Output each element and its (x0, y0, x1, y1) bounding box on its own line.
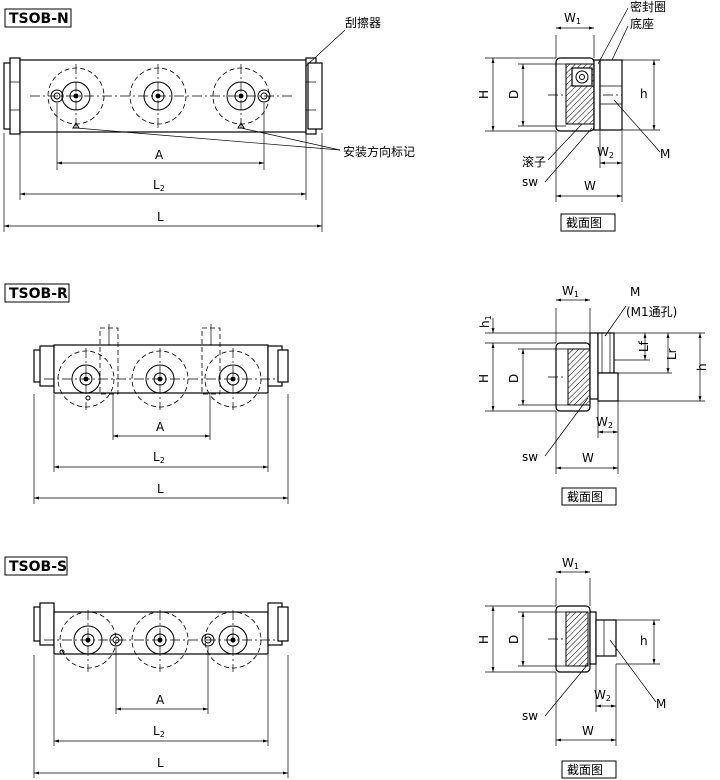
dim-h-upper-label: H (477, 374, 491, 383)
dim-w-label: W (584, 179, 596, 193)
dim-l2-label: L2 (153, 724, 165, 739)
dim-h1-label: h1 (478, 315, 493, 328)
callout-seal: 密封圈 (630, 0, 666, 14)
dim-w2-label: W2 (597, 145, 614, 160)
tag-box (4, 283, 70, 303)
section-tag: TSOB-S (9, 559, 67, 575)
caption-box (560, 213, 616, 232)
callout-scraper: 刮擦器 (345, 16, 381, 30)
dim-l2-label: L2 (153, 178, 165, 193)
dim-d-label: D (507, 90, 521, 99)
dim-l2-label: L2 (153, 450, 165, 465)
side-view (548, 605, 617, 673)
front-view (33, 324, 289, 410)
callout-m: M (660, 147, 670, 161)
dim-d-label: D (507, 374, 521, 383)
side-view (548, 332, 619, 412)
dim-w1-label: W1 (562, 284, 579, 299)
dim-h-lower-label: h (640, 634, 648, 648)
dim-w-label: W (582, 724, 594, 738)
dim-w2-label: W2 (596, 415, 613, 430)
dim-h-upper-label: H (477, 635, 491, 644)
section-tsob-r: TSOB-R (4, 283, 709, 506)
section-tag: TSOB-R (9, 286, 68, 302)
dim-lr-label: Lr (665, 348, 679, 360)
dim-w1-label: W1 (564, 11, 581, 26)
callout-sw: sw (522, 175, 538, 189)
dim-l-label: L (157, 210, 164, 224)
front-view (33, 602, 289, 672)
dim-l-label: L (157, 756, 164, 770)
caption-box (561, 487, 617, 506)
dim-l-label: L (157, 482, 164, 496)
dim-h-lower-label: h (695, 363, 709, 371)
callout-mark: 安装方向标记 (343, 144, 415, 159)
side-view (548, 57, 623, 132)
callout-base: 底座 (630, 16, 654, 31)
dim-w-label: W (582, 451, 594, 465)
tag-box (4, 556, 68, 576)
dim-a-label: A (156, 420, 165, 434)
dim-a-label: A (155, 148, 164, 162)
dim-w1-label: W1 (562, 556, 579, 571)
dim-lf-label: Lf (637, 340, 651, 352)
callout-sw: sw (522, 450, 538, 464)
section-tsob-n: TSOB-N 刮 (3, 0, 670, 232)
caption: 截面图 (567, 763, 603, 777)
section-tsob-s: TSOB-S A (4, 556, 666, 779)
callout-sw: sw (522, 709, 538, 723)
caption: 截面图 (567, 490, 603, 504)
caption: 截面图 (566, 216, 602, 230)
dim-w2-label: W2 (594, 688, 611, 703)
dim-h-lower-label: h (640, 87, 648, 101)
tag-box (4, 8, 72, 28)
callout-m-note: (M1通孔) (626, 305, 677, 319)
front-view (3, 57, 323, 135)
caption-box (561, 760, 617, 779)
dim-h-upper-label: H (477, 90, 491, 99)
section-tag: TSOB-N (9, 11, 69, 27)
callout-m: M (630, 285, 640, 299)
callout-m: M (656, 697, 666, 711)
dim-a-label: A (156, 693, 165, 707)
callout-roller: 滚子 (522, 154, 546, 169)
dim-d-label: D (507, 635, 521, 644)
